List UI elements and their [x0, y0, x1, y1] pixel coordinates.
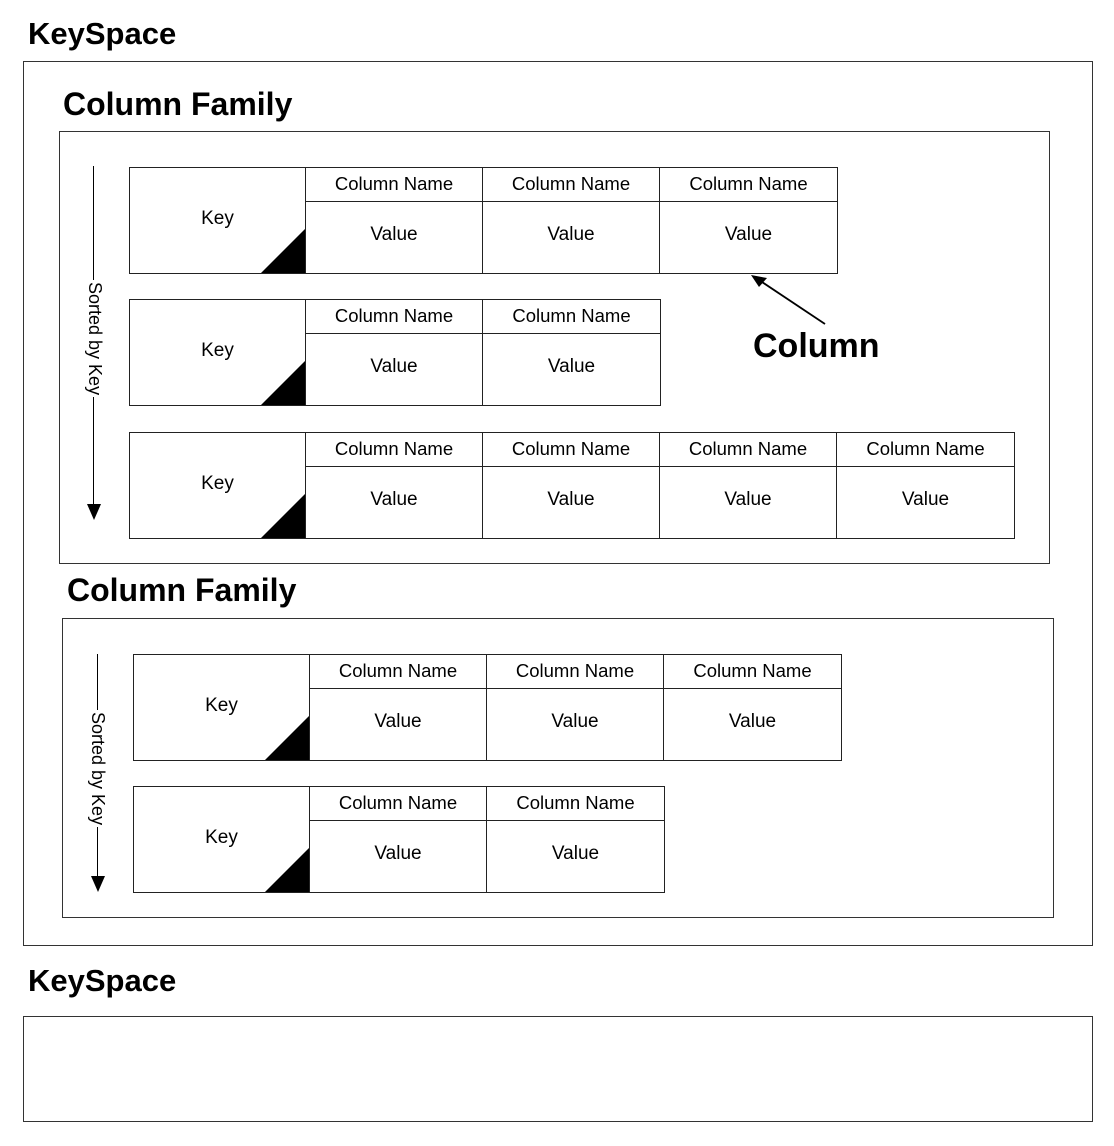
keyspace-box: [23, 1016, 1093, 1122]
column-name: Column Name: [837, 433, 1014, 467]
column-name: Column Name: [487, 655, 663, 689]
row-key-cell: Key: [134, 787, 310, 892]
corner-triangle-icon: [265, 716, 309, 760]
column-family-title: Column Family: [63, 86, 293, 122]
column-value: Value: [370, 224, 418, 245]
column-value: Value: [374, 843, 422, 864]
column: Column Name Value: [660, 168, 837, 273]
column-name: Column Name: [660, 433, 836, 467]
column: Column Name Value: [487, 787, 664, 892]
column-name: Column Name: [306, 433, 482, 467]
row-key-label: Key: [201, 340, 234, 361]
row-key-cell: Key: [130, 433, 306, 538]
column: Column Name Value: [664, 655, 841, 760]
sorted-by-key-label: Sorted by Key: [84, 280, 105, 398]
column: Column Name Value: [310, 787, 487, 892]
sorted-by-key-label: Sorted by Key: [87, 710, 108, 828]
column: Column Name Value: [310, 655, 487, 760]
column-name: Column Name: [310, 655, 486, 689]
column: Column Name Value: [306, 300, 483, 405]
column: Column Name Value: [306, 168, 483, 273]
column-value: Value: [370, 356, 418, 377]
column-value: Value: [901, 489, 950, 510]
column: Column Name Value: [487, 655, 664, 760]
corner-triangle-icon: [261, 494, 305, 538]
column-value: Value: [374, 711, 422, 732]
row: Key Column Name Value Column Name Value …: [129, 167, 838, 274]
row: Key Column Name Value Column Name Value …: [129, 432, 1015, 539]
column: Column Name Value: [306, 433, 483, 538]
corner-triangle-icon: [261, 361, 305, 405]
column-value: Value: [724, 224, 773, 245]
column-name: Column Name: [664, 655, 841, 689]
corner-triangle-icon: [265, 848, 309, 892]
row: Key Column Name Value Column Name Value: [133, 786, 665, 893]
column: Column Name Value: [483, 433, 660, 538]
row-key-label: Key: [205, 695, 238, 716]
column-value: Value: [551, 843, 600, 864]
column-value: Value: [370, 489, 418, 510]
column-value: Value: [547, 489, 595, 510]
column-name: Column Name: [660, 168, 837, 202]
column-value: Value: [547, 356, 596, 377]
row-key-cell: Key: [130, 300, 306, 405]
column-name: Column Name: [483, 300, 660, 334]
column-value: Value: [724, 489, 772, 510]
row-key-label: Key: [201, 473, 234, 494]
column-annotation-label: Column: [753, 327, 880, 365]
column-name: Column Name: [310, 787, 486, 821]
row-key-cell: Key: [134, 655, 310, 760]
column-name: Column Name: [483, 433, 659, 467]
column: Column Name Value: [483, 168, 660, 273]
column-family-title: Column Family: [67, 572, 297, 608]
row-key-label: Key: [201, 208, 234, 229]
arrow-down-icon: [87, 504, 101, 520]
column-value: Value: [728, 711, 777, 732]
corner-triangle-icon: [261, 229, 305, 273]
column-value: Value: [547, 224, 595, 245]
column-name: Column Name: [487, 787, 664, 821]
column: Column Name Value: [660, 433, 837, 538]
annotation-arrow-icon: [751, 275, 826, 325]
column-name: Column Name: [306, 168, 482, 202]
column-value: Value: [551, 711, 599, 732]
row: Key Column Name Value Column Name Value: [129, 299, 661, 406]
row-key-label: Key: [205, 827, 238, 848]
row: Key Column Name Value Column Name Value …: [133, 654, 842, 761]
column: Column Name Value: [483, 300, 660, 405]
keyspace-title: KeySpace: [28, 963, 177, 998]
column-name: Column Name: [306, 300, 482, 334]
arrow-down-icon: [91, 876, 105, 892]
column-name: Column Name: [483, 168, 659, 202]
keyspace-title: KeySpace: [28, 16, 177, 51]
column: Column Name Value: [837, 433, 1014, 538]
row-key-cell: Key: [130, 168, 306, 273]
